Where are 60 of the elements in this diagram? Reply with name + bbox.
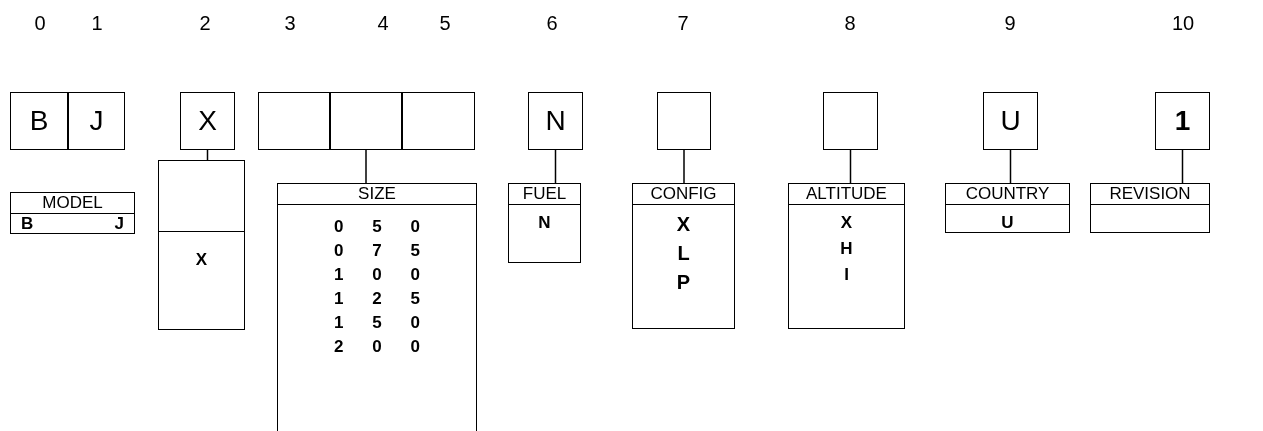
position-number: 4 bbox=[377, 12, 389, 35]
code-value: H bbox=[839, 239, 854, 259]
description-box bbox=[508, 183, 581, 263]
field-heading: ALTITUDE bbox=[789, 184, 904, 205]
position-number: 0 bbox=[34, 12, 46, 35]
connector-line bbox=[1181, 149, 1184, 184]
code-value: X bbox=[675, 213, 692, 236]
code-box: X bbox=[180, 92, 235, 150]
field-heading: REVISION bbox=[1091, 184, 1209, 205]
code-box bbox=[402, 92, 475, 150]
code-value: 1 5 0 bbox=[333, 313, 421, 333]
position-number: 10 bbox=[1171, 12, 1195, 35]
description-box bbox=[945, 183, 1070, 233]
code-box bbox=[330, 92, 402, 150]
field-heading: CONFIG bbox=[633, 184, 734, 205]
connector-line bbox=[1009, 149, 1012, 184]
code-box: 1 bbox=[1155, 92, 1210, 150]
position-number: 6 bbox=[546, 12, 558, 35]
description-box bbox=[1090, 183, 1210, 233]
code-value: 1 0 0 bbox=[333, 265, 421, 285]
field-heading: MODEL bbox=[11, 193, 134, 214]
code-box bbox=[823, 92, 878, 150]
code-value: I bbox=[843, 265, 850, 285]
code-box: U bbox=[983, 92, 1038, 150]
code-value: 1 2 5 bbox=[333, 289, 421, 309]
position-number: 2 bbox=[199, 12, 211, 35]
code-value: X bbox=[194, 250, 209, 270]
code-box: J bbox=[68, 92, 125, 150]
field-heading: FUEL bbox=[509, 184, 580, 205]
code-value: J bbox=[114, 214, 124, 234]
code-box bbox=[657, 92, 711, 150]
description-box bbox=[788, 183, 905, 329]
field-heading: SIZE bbox=[278, 184, 476, 205]
code-value: L bbox=[676, 242, 691, 265]
position-number: 5 bbox=[439, 12, 451, 35]
connector-line bbox=[849, 149, 852, 184]
field-heading: COUNTRY bbox=[946, 184, 1069, 205]
description-box bbox=[277, 183, 477, 431]
position-number: 7 bbox=[677, 12, 689, 35]
code-value: 2 0 0 bbox=[333, 337, 421, 357]
code-value: X bbox=[839, 213, 854, 233]
code-value: 0 7 5 bbox=[333, 241, 421, 261]
description-box bbox=[632, 183, 735, 329]
description-box bbox=[10, 192, 135, 234]
position-number: 8 bbox=[844, 12, 856, 35]
position-number: 1 bbox=[91, 12, 103, 35]
code-value: B bbox=[21, 214, 34, 234]
connector-line bbox=[683, 149, 685, 184]
code-value: N bbox=[537, 213, 552, 233]
connector-line bbox=[365, 149, 367, 184]
code-box: N bbox=[528, 92, 583, 150]
code-box bbox=[258, 92, 330, 150]
connector-line bbox=[554, 149, 557, 184]
code-box: B bbox=[10, 92, 68, 150]
description-box bbox=[158, 160, 245, 330]
code-value: U bbox=[1000, 213, 1015, 233]
code-value: 0 5 0 bbox=[333, 217, 421, 237]
position-number: 3 bbox=[284, 12, 296, 35]
code-value: P bbox=[675, 271, 692, 294]
position-number: 9 bbox=[1004, 12, 1016, 35]
